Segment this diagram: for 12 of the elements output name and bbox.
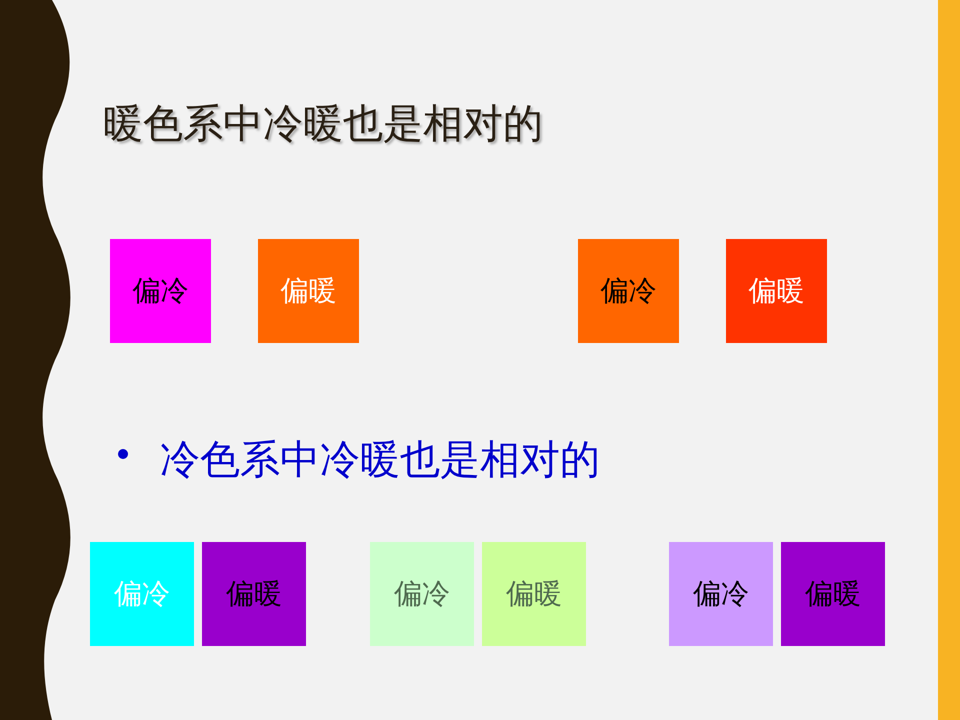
color-swatch: 偏暖 — [258, 239, 359, 343]
color-swatch: 偏暖 — [202, 542, 306, 646]
color-swatch: 偏冷 — [90, 542, 194, 646]
color-swatch: 偏冷 — [110, 239, 211, 343]
color-swatch: 偏暖 — [726, 239, 827, 343]
color-swatch: 偏暖 — [482, 542, 586, 646]
color-swatch: 偏冷 — [669, 542, 773, 646]
color-swatch: 偏冷 — [370, 542, 474, 646]
slide-title: 暖色系中冷暖也是相对的 — [103, 100, 543, 149]
color-swatch: 偏暖 — [781, 542, 885, 646]
bullet-heading: 冷色系中冷暖也是相对的 — [160, 436, 600, 485]
color-swatch: 偏冷 — [578, 239, 679, 343]
